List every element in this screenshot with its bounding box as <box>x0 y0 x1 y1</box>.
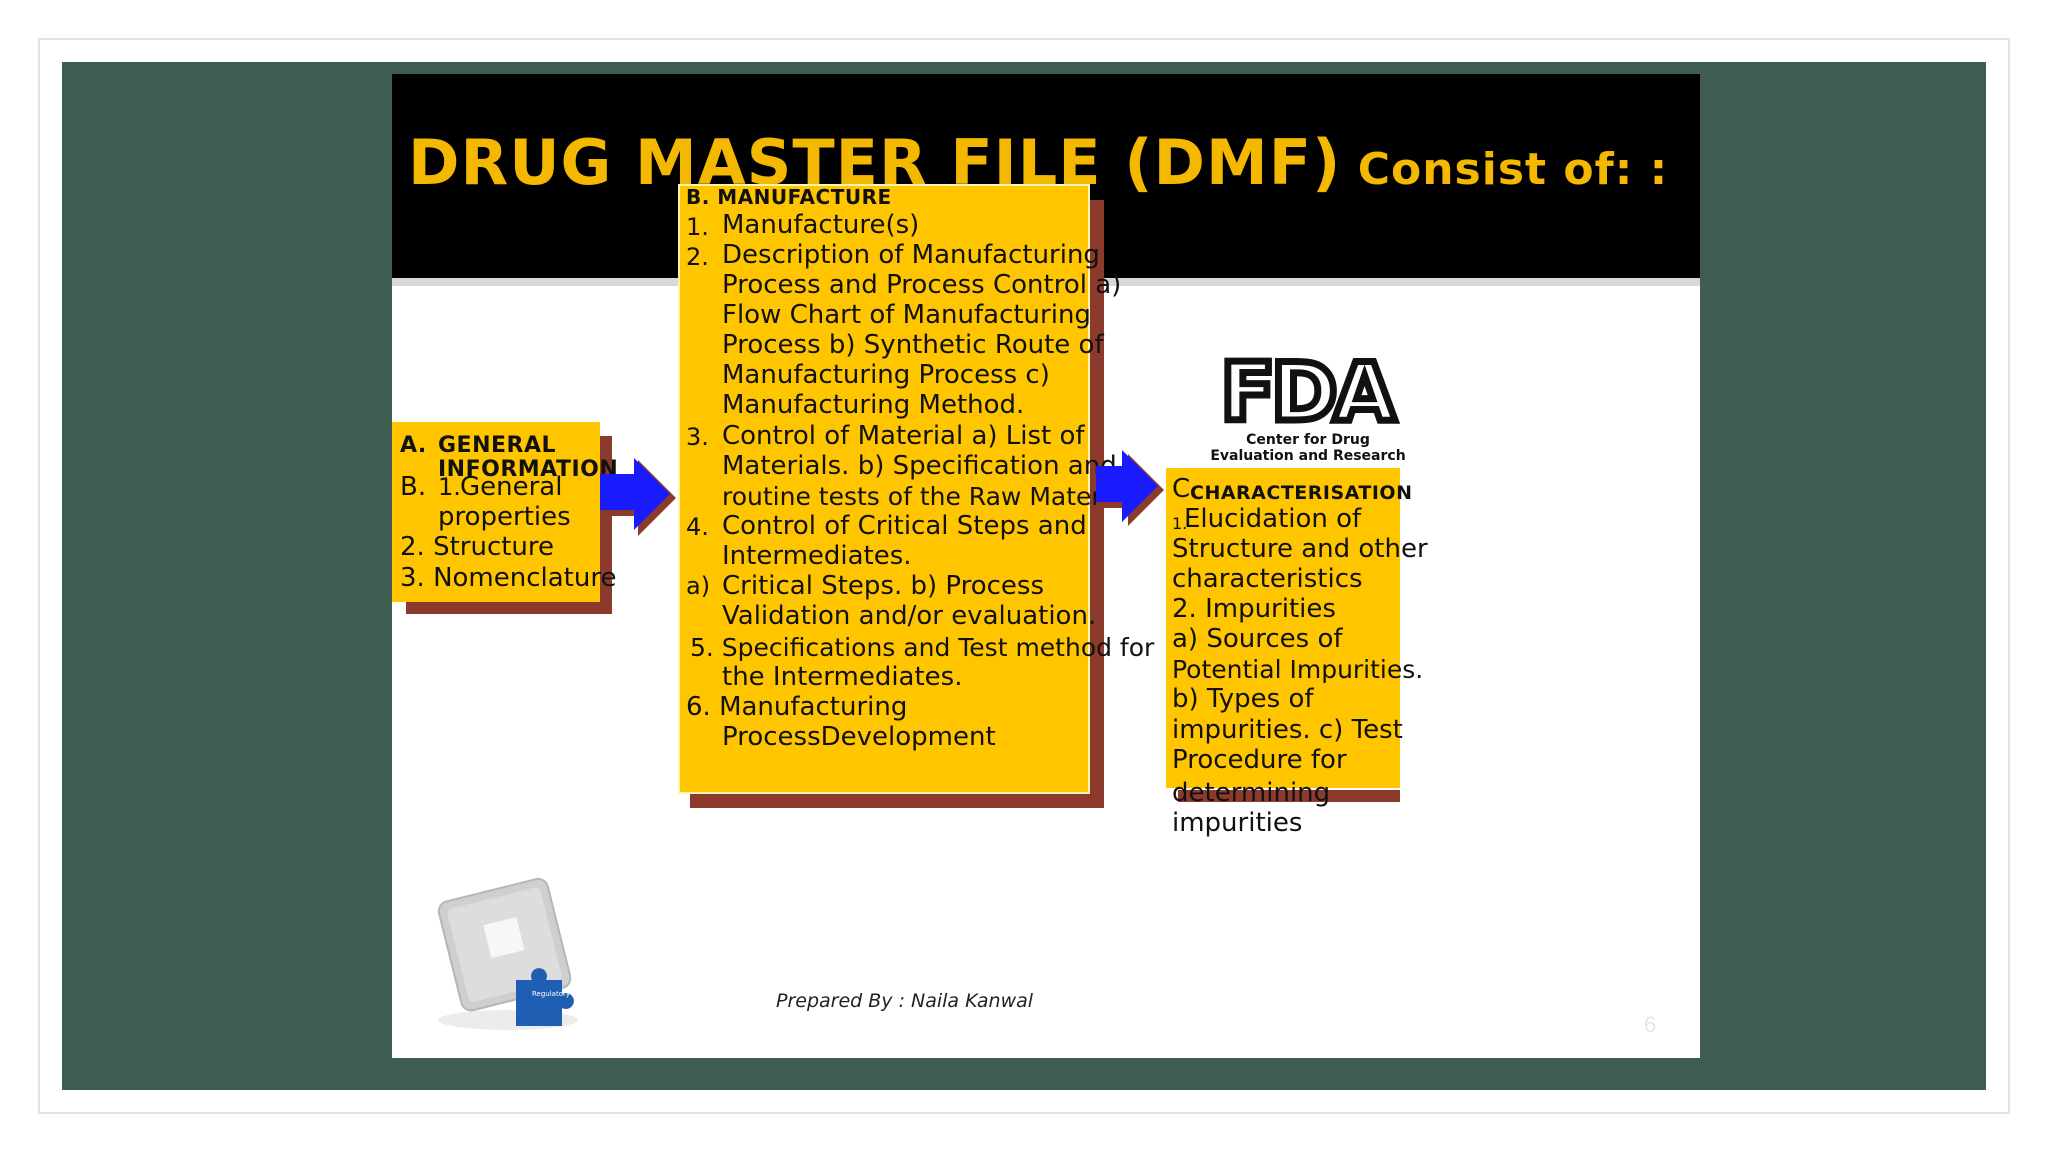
manufacture-l2f: Manufacturing Method. <box>722 390 1025 420</box>
manufacture-l3c: routine tests of the Raw Materials. <box>722 482 1152 511</box>
manufacture-l3b: Materials. b) Specification and <box>722 451 1117 481</box>
manufacture-l2d: Process b) Synthetic Route of <box>722 330 1104 360</box>
general-marker-a: A. <box>400 433 427 458</box>
general-item-3: 3. Nomenclature <box>400 563 617 593</box>
characterisation-l4: 2. Impurities <box>1172 594 1336 624</box>
manufacture-l2c: Flow Chart of Manufacturing <box>722 300 1091 330</box>
manufacture-heading: B. MANUFACTURE <box>686 185 892 209</box>
fda-logo: FDA Center for Drug Evaluation and Resea… <box>1210 346 1405 464</box>
slide: DRUG MASTER FILE (DMF) Consist of: : A. … <box>392 74 1700 1058</box>
characterisation-box-shadow <box>1178 790 1400 802</box>
arrow-right-2-icon <box>1096 450 1164 526</box>
characterisation-heading: CHARACTERISATION <box>1190 482 1413 504</box>
fda-logo-sub-2: Evaluation and Research <box>1210 448 1405 464</box>
arrow-right-1-icon <box>600 458 676 536</box>
manufacture-l2a: Description of Manufacturing <box>722 240 1100 270</box>
manufacture-l4a: Control of Critical Steps and <box>722 511 1087 541</box>
characterisation-l6: Potential Impurities. <box>1172 655 1424 684</box>
puzzle-illustration: Regulatory <box>437 877 578 1030</box>
manufacture-l5b: the Intermediates. <box>722 662 963 692</box>
manufacture-l3a: Control of Material a) List of <box>722 421 1085 451</box>
credit: Prepared By : Naila Kanwal <box>776 990 1034 1012</box>
puzzle-label: Regulatory <box>532 990 570 998</box>
manufacture-l2b: Process and Process Control a) <box>722 270 1122 300</box>
characterisation-l3: characteristics <box>1172 564 1363 594</box>
manufacture-l6b: ProcessDevelopment <box>722 722 996 752</box>
manufacture-n2: 2. <box>686 243 709 271</box>
manufacture-la2: Validation and/or evaluation. <box>722 601 1097 631</box>
fda-logo-sub-1: Center for Drug <box>1246 432 1370 448</box>
manufacture-l5a: 5. Specifications and Test method for <box>690 633 1155 662</box>
general-marker-b: B. <box>400 472 427 502</box>
characterisation-l2: Structure and other <box>1172 534 1428 564</box>
general-item-1-line-2: properties <box>438 502 571 532</box>
characterisation-l10: determining <box>1172 778 1331 808</box>
manufacture-la1: Critical Steps. b) Process <box>722 571 1045 601</box>
manufacture-n4: 4. <box>686 513 709 541</box>
manufacture-na: a) <box>686 572 711 600</box>
manufacture-n1: 1. <box>686 213 709 241</box>
general-heading-2: INFORMATION <box>438 457 619 482</box>
page-number: 6 <box>1644 1012 1657 1037</box>
manufacture-box: B. MANUFACTURE 1. Manufacture(s) 2. Desc… <box>678 184 1154 794</box>
characterisation-head-c: C. <box>1172 474 1199 504</box>
manufacture-l6a: 6. Manufacturing <box>686 692 908 722</box>
general-heading-1: GENERAL <box>438 433 557 458</box>
general-item-2: 2. Structure <box>400 532 555 562</box>
manufacture-n3: 3. <box>686 423 709 451</box>
manufacture-l4b: Intermediates. <box>722 541 912 571</box>
general-information-box: A. GENERAL INFORMATION B. 1. General pro… <box>392 422 618 602</box>
fda-logo-letters: FDA <box>1221 346 1396 439</box>
regulatory-puzzle-piece-icon: Regulatory <box>516 968 574 1026</box>
characterisation-l7: b) Types of <box>1172 684 1314 714</box>
manufacture-l2e: Manufacturing Process c) <box>722 360 1050 390</box>
characterisation-l1: Elucidation of <box>1184 504 1362 534</box>
general-item-1-line-1: General <box>460 472 563 502</box>
general-item-1-number: 1. <box>438 473 461 501</box>
characterisation-l8: impurities. c) Test <box>1172 715 1403 745</box>
characterisation-l1n: 1. <box>1172 514 1188 533</box>
characterisation-box: C. CHARACTERISATION 1. Elucidation of St… <box>1166 468 1428 788</box>
title-tail: Consist of: : <box>1341 144 1669 195</box>
characterisation-l9: Procedure for <box>1172 745 1347 775</box>
manufacture-l1: Manufacture(s) <box>722 210 920 240</box>
characterisation-l11: impurities <box>1172 808 1303 838</box>
characterisation-l5: a) Sources of <box>1172 624 1343 654</box>
